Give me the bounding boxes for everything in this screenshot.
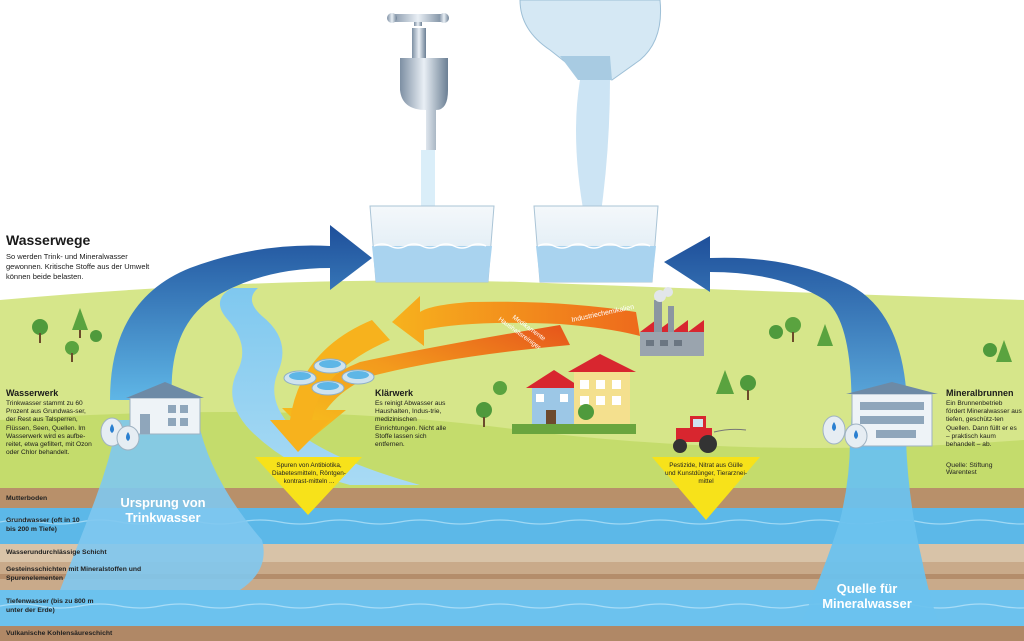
glass-right [533,205,659,283]
mineralbrunnen-heading: Mineralbrunnen [946,388,1014,398]
source-note: Quelle: Stiftung Warentest [946,462,993,476]
bottle [519,0,662,220]
mineralbrunnen-building [822,382,938,449]
triangle-right-text: Pestizide, Nitrat aus Gülle und Kunstdün… [664,462,748,485]
layer-vulkanisch [0,626,1024,641]
left-water-funnel [60,420,264,590]
layer-label-grundwasser: Grundwasser (oft in 10 bis 200 m Tiefe) [6,517,80,533]
layer-label-undurchlaessig: Wasserundurchlässige Schicht [6,549,107,556]
label-ursprung: Ursprung von Trinkwasser [120,495,206,525]
klaerwerk-body: Es reinigt Abwasser aus Haushalten, Indu… [375,400,447,449]
block-klaerwerk: Klärwerk Es reinigt Abwasser aus Haushal… [375,388,455,449]
factory [640,287,704,356]
arrow-right-blue [664,236,908,450]
block-mineralbrunnen: Mineralbrunnen Ein Brunnenbetrieb förder… [946,388,1022,449]
trees [32,308,1012,427]
arrow-orange-down [270,320,390,452]
triangle-left-text: Spuren von Antibiotika, Diabetesmitteln,… [272,462,346,485]
page-title: Wasserwege [6,232,91,248]
label-quelle: Quelle für Mineralwasser [822,581,912,611]
mineralbrunnen-body: Ein Brunnenbetrieb fördert Mineralwasser… [946,400,1022,449]
page-subtitle: So werden Trink- und Mineralwasser gewon… [6,252,150,281]
wasserwerk-heading: Wasserwerk [6,388,59,398]
layer-label-gestein: Gesteinsschichten mit Mineralstoffen und… [6,566,142,582]
layer-label-tiefenwasser: Tiefenwasser (bis zu 800 m unter der Erd… [6,598,94,614]
glass-left [369,205,495,283]
tap [387,13,449,220]
tractor [673,416,747,453]
layer-label-vulkanisch: Vulkanische Kohlensäureschicht [6,630,113,637]
klaerwerk-tanks [283,358,375,396]
river [219,288,420,485]
right-water-funnel [800,440,940,626]
wasserwerk-building [100,382,204,451]
triangle-right [652,457,760,520]
block-wasserwerk: Wasserwerk Trinkwasser stammt zu 60 Proz… [6,388,94,457]
layer-mutterboden [0,488,1024,508]
layer-label-mutterboden: Mutterboden [6,495,48,502]
arrow-orange-top [392,296,640,346]
triangle-left [255,457,362,515]
wasserwerk-body: Trinkwasser stammt zu 60 Prozent aus Gru… [6,400,92,457]
houses [512,354,636,434]
arrow-left-blue [110,225,372,400]
klaerwerk-heading: Klärwerk [375,388,414,398]
